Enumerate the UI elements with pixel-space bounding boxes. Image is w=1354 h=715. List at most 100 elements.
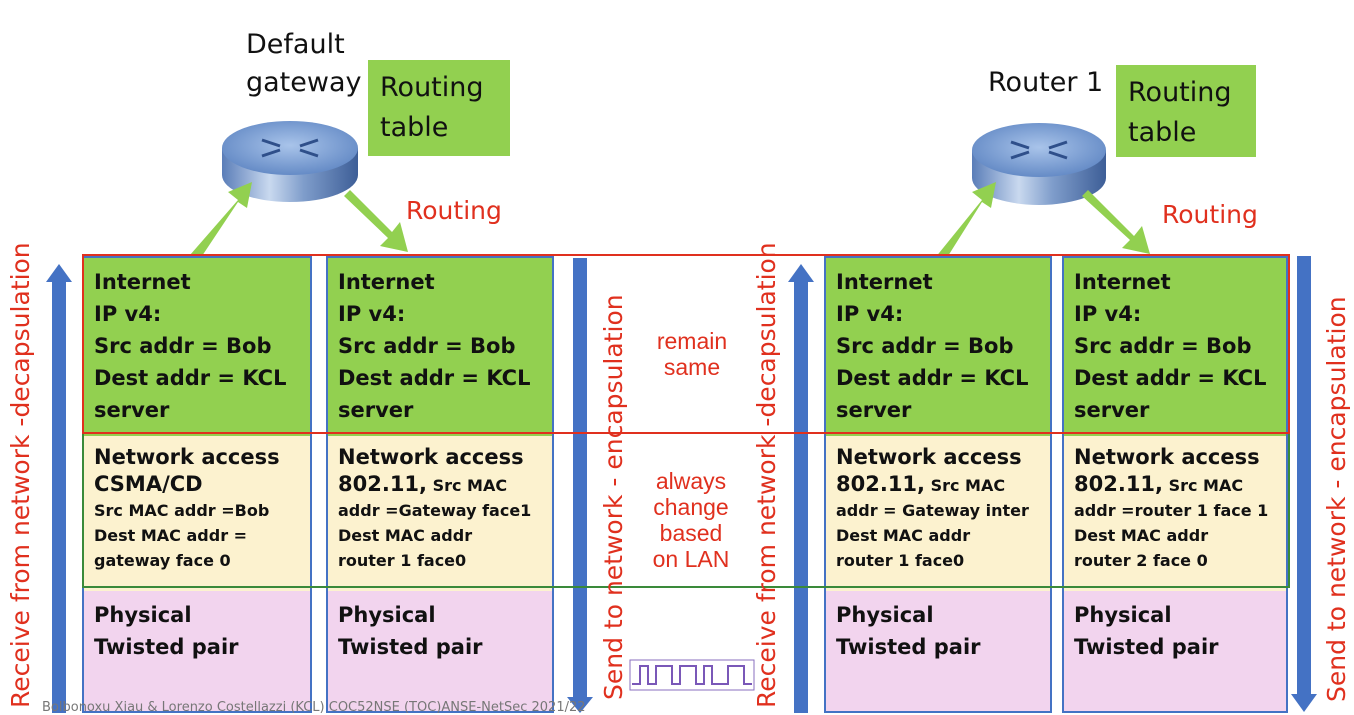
green-arrows [190, 182, 1150, 264]
network-access-protocol: 802.11, [338, 472, 428, 496]
physical-layer: Physical Twisted pair [84, 591, 310, 711]
mac-line-2: Dest MAC addr [1074, 526, 1209, 545]
src-addr: Src addr = Bob [94, 334, 272, 358]
send-encapsulation-label-right: Send to network - encapsulation [1322, 296, 1351, 702]
mac-line-3: gateway face 0 [94, 551, 231, 570]
stack-column-2: Internet IP v4: Src addr = Bob Dest addr… [326, 256, 554, 713]
internet-layer: Internet IP v4: Src addr = Bob Dest addr… [1064, 258, 1286, 436]
mac-line-2: Dest MAC addr [836, 526, 971, 545]
router1-label: Router 1 [988, 67, 1104, 98]
dest-addr-cont: server [94, 398, 170, 422]
dest-addr: Dest addr = KCL [1074, 366, 1267, 390]
default-gateway-label: Default gateway [246, 26, 362, 102]
stack-column-4: Internet IP v4: Src addr = Bob Dest addr… [1062, 256, 1288, 713]
physical-layer: Physical Twisted pair [1064, 591, 1286, 711]
internet-title: Internet [94, 270, 191, 294]
blue-down-arrow-middle [567, 258, 593, 713]
internet-title: Internet [836, 270, 933, 294]
receive-decapsulation-label-middle: Receive from network -decapsulation [752, 242, 781, 708]
stack-column-1: Internet IP v4: Src addr = Bob Dest addr… [82, 256, 312, 713]
blue-down-arrow-right [1291, 256, 1317, 712]
physical-layer: Physical Twisted pair [826, 591, 1050, 711]
mac-line-2: Dest MAC addr [338, 526, 473, 545]
network-access-layer: Network access CSMA/CD Src MAC addr =Bob… [84, 436, 310, 591]
network-access-protocol: 802.11, [1074, 472, 1164, 496]
mac-line-1: addr =router 1 face 1 [1074, 501, 1269, 520]
internet-layer: Internet IP v4: Src addr = Bob Dest addr… [84, 258, 310, 436]
physical-medium: Twisted pair [1074, 635, 1219, 659]
mac-line-3: router 1 face0 [338, 551, 467, 570]
blue-up-arrow-left [46, 264, 72, 713]
always-change-line4: on LAN [652, 546, 730, 572]
default-gateway-router-icon [222, 121, 358, 202]
src-addr: Src addr = Bob [1074, 334, 1252, 358]
src-addr: Src addr = Bob [836, 334, 1014, 358]
ip-version: IP v4: [338, 302, 406, 326]
dest-addr: Dest addr = KCL [94, 366, 287, 390]
dest-addr: Dest addr = KCL [338, 366, 531, 390]
src-addr: Src addr = Bob [338, 334, 516, 358]
network-access-green-frame [82, 434, 1290, 588]
left-routing-label: Routing [406, 196, 502, 225]
internet-layer-red-frame [82, 254, 1290, 434]
internet-title: Internet [338, 270, 435, 294]
mac-line-3: router 1 face0 [836, 551, 965, 570]
mac-line-3: router 2 face 0 [1074, 551, 1208, 570]
network-access-protocol-suffix: Src MAC [925, 476, 1006, 495]
always-change-line1: always [655, 468, 727, 494]
right-routing-table-line2: table [1128, 117, 1197, 148]
right-routing-table-line1: Routing [1128, 77, 1232, 108]
physical-title: Physical [1074, 603, 1172, 627]
internet-title: Internet [1074, 270, 1171, 294]
dest-addr-cont: server [338, 398, 414, 422]
network-access-protocol: 802.11, [836, 472, 926, 496]
mac-line-2: Dest MAC addr = [94, 526, 248, 545]
blue-up-arrow-middle [788, 264, 814, 713]
right-routing-label: Routing [1162, 200, 1258, 229]
left-routing-table-box: Routing table [368, 60, 510, 156]
network-access-layer: Network access 802.11, Src MAC addr = Ga… [826, 436, 1050, 591]
physical-title: Physical [94, 603, 192, 627]
bit-signal-icon [629, 659, 755, 691]
right-routing-table-box: Routing table [1116, 65, 1256, 157]
physical-title: Physical [836, 603, 934, 627]
left-routing-table-line1: Routing [380, 72, 484, 103]
network-access-title: Network access [94, 445, 280, 469]
dest-addr-cont: server [836, 398, 912, 422]
mac-line-1: Src MAC addr =Bob [94, 501, 270, 520]
mac-line-1: addr =Gateway face1 [338, 501, 532, 520]
physical-title: Physical [338, 603, 436, 627]
network-access-title: Network access [1074, 445, 1260, 469]
dest-addr: Dest addr = KCL [836, 366, 1029, 390]
physical-layer: Physical Twisted pair [328, 591, 552, 711]
receive-decapsulation-label-left: Receive from network -decapsulation [6, 242, 35, 708]
dest-addr-cont: server [1074, 398, 1150, 422]
network-access-title: Network access [836, 445, 1022, 469]
left-routing-table-line2: table [380, 112, 449, 143]
internet-layer: Internet IP v4: Src addr = Bob Dest addr… [826, 258, 1050, 436]
always-change-line2: change [653, 494, 729, 520]
send-encapsulation-label-middle: Send to network - encapsulation [599, 294, 628, 700]
network-access-protocol-suffix: Src MAC [427, 476, 508, 495]
mac-line-1: addr = Gateway inter [836, 501, 1029, 520]
internet-layer: Internet IP v4: Src addr = Bob Dest addr… [328, 258, 552, 436]
always-change-note: always change based on LAN [632, 468, 750, 572]
network-access-protocol-suffix: Src MAC [1163, 476, 1244, 495]
stack-column-3: Internet IP v4: Src addr = Bob Dest addr… [824, 256, 1052, 713]
ip-version: IP v4: [1074, 302, 1142, 326]
network-access-layer: Network access 802.11, Src MAC addr =Gat… [328, 436, 552, 591]
remain-same-line2: same [663, 354, 721, 380]
remain-same-note: remain same [640, 328, 744, 380]
physical-medium: Twisted pair [94, 635, 239, 659]
default-gateway-label-line1: Default [246, 29, 345, 60]
remain-same-line1: remain [656, 328, 728, 354]
physical-medium: Twisted pair [338, 635, 483, 659]
default-gateway-label-line2: gateway [246, 67, 362, 98]
network-access-layer: Network access 802.11, Src MAC addr =rou… [1064, 436, 1286, 591]
always-change-line3: based [659, 520, 723, 546]
network-access-protocol: CSMA/CD [94, 472, 203, 496]
router1-router-icon [972, 123, 1106, 205]
ip-version: IP v4: [94, 302, 162, 326]
ip-version: IP v4: [836, 302, 904, 326]
